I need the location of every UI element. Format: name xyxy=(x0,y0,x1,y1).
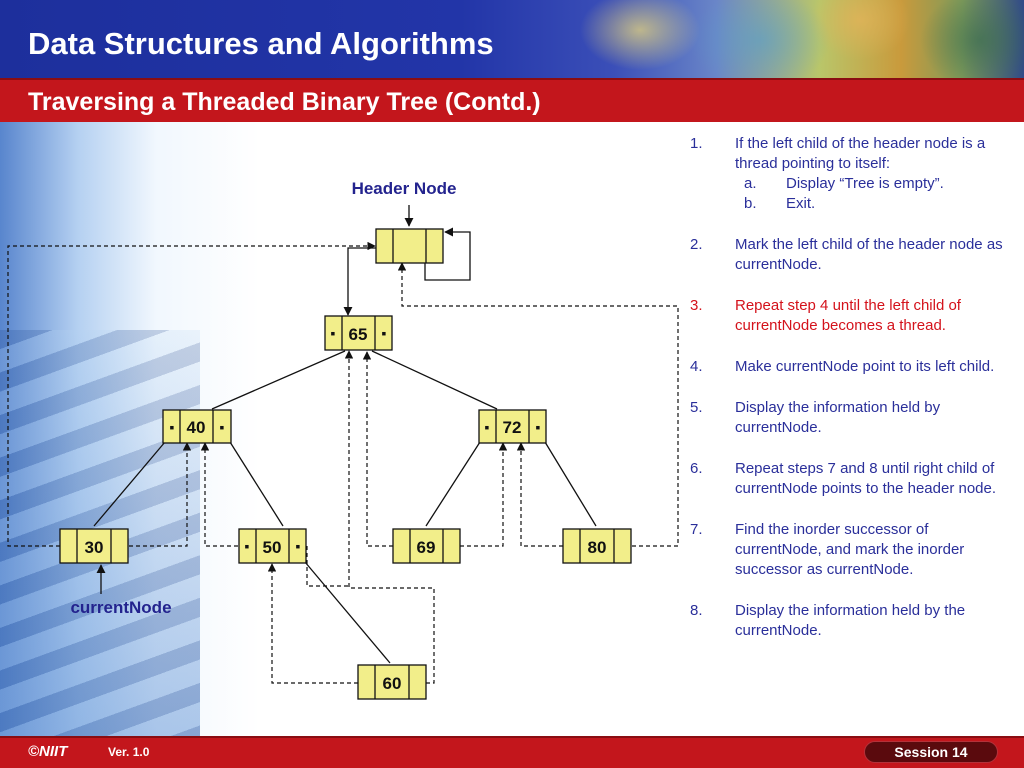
step-1-substeps: a. Display “Tree is empty”. b. Exit. xyxy=(735,174,1008,214)
header-node-label: Header Node xyxy=(352,179,457,198)
version-label: Ver. 1.0 xyxy=(108,745,150,759)
app-title: Data Structures and Algorithms xyxy=(28,26,494,61)
step-number: 2. xyxy=(690,236,703,253)
thread-30-left xyxy=(7,241,376,547)
step-number: 1. xyxy=(690,135,703,152)
thread-80-left xyxy=(516,442,563,547)
node-value-60: 60 xyxy=(383,674,402,693)
step-number: 4. xyxy=(690,358,703,375)
banner-photo xyxy=(560,0,1024,78)
thread-69-right xyxy=(460,442,508,547)
tree-node-65 xyxy=(324,315,393,351)
node-value-80: 80 xyxy=(588,538,607,557)
pointer-65-left: ▪ xyxy=(331,325,336,341)
substep-a: a. Display “Tree is empty”. xyxy=(735,174,1008,194)
niit-logo: ©NIIT xyxy=(28,743,68,760)
step-6: 6. Repeat steps 7 and 8 until right chil… xyxy=(690,459,1008,499)
substep-text: Display “Tree is empty”. xyxy=(786,175,944,192)
edge-40-50 xyxy=(229,441,284,527)
step-text: Display the information held by the curr… xyxy=(735,602,966,639)
step-1: 1. If the left child of the header node … xyxy=(690,134,1008,214)
tree-node-40 xyxy=(162,409,232,444)
tree-node-80 xyxy=(562,528,632,564)
thread-30-right xyxy=(129,442,192,547)
step-text: Find the inorder successor of currentNod… xyxy=(735,521,965,578)
step-2: 2. Mark the left child of the header nod… xyxy=(690,235,1008,275)
tree-node-69 xyxy=(392,528,461,564)
slide-title: Traversing a Threaded Binary Tree (Contd… xyxy=(28,88,541,116)
pointer-50-left: ▪ xyxy=(245,538,250,554)
tree-node-60 xyxy=(357,664,427,700)
edge-72-80 xyxy=(544,441,597,527)
edge-65-72 xyxy=(371,350,498,410)
step-number: 5. xyxy=(690,399,703,416)
substep-number: b. xyxy=(744,195,757,212)
substep-text: Exit. xyxy=(786,195,816,212)
step-number: 8. xyxy=(690,602,703,619)
thread-80-right xyxy=(397,262,679,547)
pointer-72-right: ▪ xyxy=(536,419,541,435)
node-value-40: 40 xyxy=(187,418,206,437)
step-8: 8. Display the information held by the c… xyxy=(690,601,1008,641)
node-value-69: 69 xyxy=(417,538,436,557)
tree-node-72 xyxy=(478,409,547,444)
tree-node-50 xyxy=(238,528,307,564)
step-number: 6. xyxy=(690,460,703,477)
pointer-40-right: ▪ xyxy=(220,419,225,435)
thread-50-right xyxy=(306,546,350,587)
step-text: Mark the left child of the header node a… xyxy=(735,236,1003,273)
node-value-65: 65 xyxy=(349,325,368,344)
pointer-65-right: ▪ xyxy=(382,325,387,341)
substep-b: b. Exit. xyxy=(735,194,1008,214)
edge-72-69 xyxy=(425,441,481,527)
session-badge: Session 14 xyxy=(864,741,998,763)
step-text: Display the information held by currentN… xyxy=(735,399,941,436)
edge-65-40 xyxy=(211,350,346,410)
thread-50-left xyxy=(200,442,238,547)
step-text: Make currentNode point to its left child… xyxy=(735,358,995,375)
thread-69-left xyxy=(362,351,393,547)
header-self-thread xyxy=(424,227,471,281)
step-text: Repeat steps 7 and 8 until right child o… xyxy=(735,460,997,497)
step-3-highlighted: 3. Repeat step 4 until the left child of… xyxy=(690,296,1008,336)
node-value-50: 50 xyxy=(263,538,282,557)
step-text: Repeat step 4 until the left child of cu… xyxy=(735,297,961,334)
header-node xyxy=(375,228,444,264)
step-5: 5. Display the information held by curre… xyxy=(690,398,1008,438)
current-node-label: currentNode xyxy=(70,598,171,617)
step-number: 7. xyxy=(690,521,703,538)
thread-60-left xyxy=(267,563,358,684)
edge-50-60 xyxy=(304,561,391,664)
subtitle-bar xyxy=(0,78,1024,122)
step-4: 4. Make currentNode point to its left ch… xyxy=(690,357,1008,377)
pointer-50-right: ▪ xyxy=(296,538,301,554)
substep-number: a. xyxy=(744,175,757,192)
edge-40-30 xyxy=(93,441,166,527)
thread-lines xyxy=(7,241,679,684)
tree-node-30 xyxy=(59,528,129,564)
step-text: If the left child of the header node is … xyxy=(735,135,986,172)
footer-bar xyxy=(0,736,1024,768)
tree-edges xyxy=(93,350,597,664)
step-7: 7. Find the inorder successor of current… xyxy=(690,520,1008,580)
step-number: 3. xyxy=(690,297,703,314)
pointer-40-left: ▪ xyxy=(170,419,175,435)
node-value-72: 72 xyxy=(503,418,522,437)
node-value-30: 30 xyxy=(85,538,104,557)
threaded-tree-diagram: 65 ▪ ▪ 40 ▪ ▪ 72 ▪ ▪ 30 50 ▪ ▪ 69 xyxy=(7,179,679,700)
thread-60-right xyxy=(344,350,435,684)
algorithm-steps: 1. If the left child of the header node … xyxy=(690,134,1008,662)
pointer-72-left: ▪ xyxy=(485,419,490,435)
